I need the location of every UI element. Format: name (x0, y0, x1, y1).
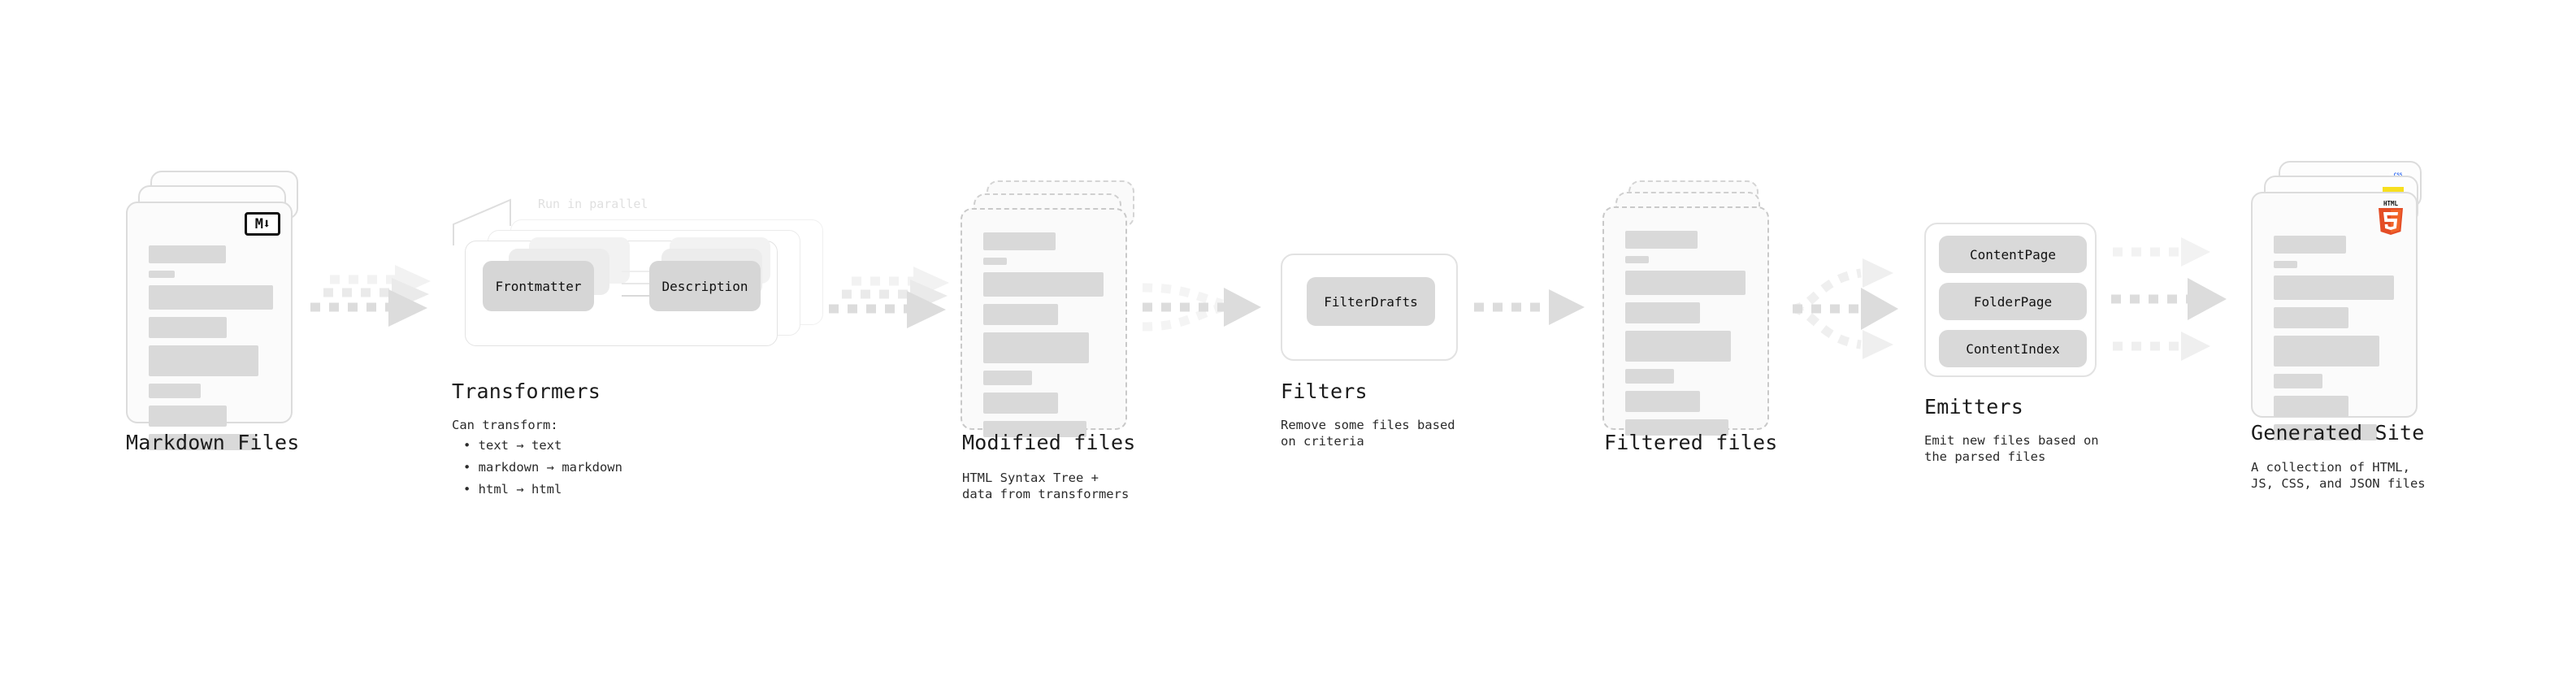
emitters-chip-contentpage-label: ContentPage (1970, 246, 2056, 262)
modified-files-title: Modified files (962, 431, 1136, 454)
filtered-files-title: Filtered files (1604, 431, 1778, 454)
modified-files-stack (961, 180, 1147, 440)
emitters-description: Emit new files based on the parsed files (1924, 433, 2099, 464)
filtered-file-front (1602, 206, 1769, 436)
css3-icon-label: CSS (2394, 172, 2403, 178)
emitters-chip-contentindex-label: ContentIndex (1966, 340, 2060, 357)
emitters-title: Emitters (1924, 395, 2024, 419)
generated-site-stack: CSS HTML (2251, 161, 2446, 440)
transformers-chip-description-label: Description (661, 278, 748, 294)
arrow-filtered-to-emitters (1792, 258, 1898, 359)
filtered-files-stack (1602, 180, 1789, 440)
markdown-files-title: Markdown Files (126, 431, 300, 454)
transformers-chip-frontmatter-label: Frontmatter (495, 278, 582, 294)
transformers-title: Transformers (452, 380, 601, 403)
html5-icon: HTML (2379, 200, 2403, 235)
arrow-transformers-to-modified (829, 267, 949, 328)
transformers-group: Run in parallel Frontmatter Description … (452, 192, 826, 367)
filters-title: Filters (1281, 380, 1368, 403)
transformers-bullet-1: • markdown → markdown (463, 460, 622, 475)
generated-site-description: A collection of HTML, JS, CSS, and JSON … (2251, 460, 2426, 491)
modified-files-description: HTML Syntax Tree + data from transformer… (962, 471, 1130, 501)
filters-description: Remove some files based on criteria (1281, 418, 1455, 449)
transformers-chip-frontmatter[interactable]: Frontmatter (483, 261, 594, 311)
run-in-parallel-label: Run in parallel (538, 197, 648, 211)
emitters-chip-folderpage[interactable]: FolderPage (1939, 283, 2087, 320)
arrow-modified-to-filters (1142, 283, 1261, 332)
generated-site-placeholder-lines (2274, 236, 2398, 448)
markdown-file-placeholder-lines (149, 245, 273, 458)
transformers-description: Can transform: (452, 418, 558, 432)
svg-text:HTML: HTML (2383, 200, 2399, 207)
generated-site-title: Generated Site (2251, 421, 2425, 445)
filters-chip-filterdrafts-label: FilterDrafts (1324, 293, 1418, 310)
filtered-file-placeholder-lines (1625, 231, 1750, 443)
markdown-icon: M⬇ (245, 212, 280, 236)
run-in-parallel-bracket (453, 198, 511, 245)
emitters-panel: ContentPage FolderPage ContentIndex (1924, 223, 2097, 377)
markdown-files-stack: M⬇ (126, 171, 313, 450)
emitters-chip-contentindex[interactable]: ContentIndex (1939, 330, 2087, 367)
filters-panel: FilterDrafts (1281, 254, 1458, 361)
filters-chip-filterdrafts[interactable]: FilterDrafts (1307, 277, 1435, 326)
arrow-emitters-to-site (2111, 237, 2227, 361)
emitters-chip-contentpage[interactable]: ContentPage (1939, 236, 2087, 273)
transformers-bullet-2: • html → html (463, 482, 562, 497)
emitters-chip-folderpage-label: FolderPage (1973, 293, 2053, 310)
markdown-icon-arrow: ⬇ (262, 215, 271, 232)
arrow-markdown-to-transformers (310, 265, 431, 327)
modified-file-placeholder-lines (983, 232, 1108, 445)
generated-site-front: HTML (2251, 192, 2418, 440)
markdown-file-front: M⬇ (126, 202, 293, 450)
arrow-filters-to-filtered (1474, 289, 1585, 325)
modified-file-front (961, 208, 1127, 437)
transformers-chip-description[interactable]: Description (649, 261, 761, 311)
transformers-bullet-0: • text → text (463, 438, 562, 453)
markdown-icon-letter: M (254, 215, 263, 232)
